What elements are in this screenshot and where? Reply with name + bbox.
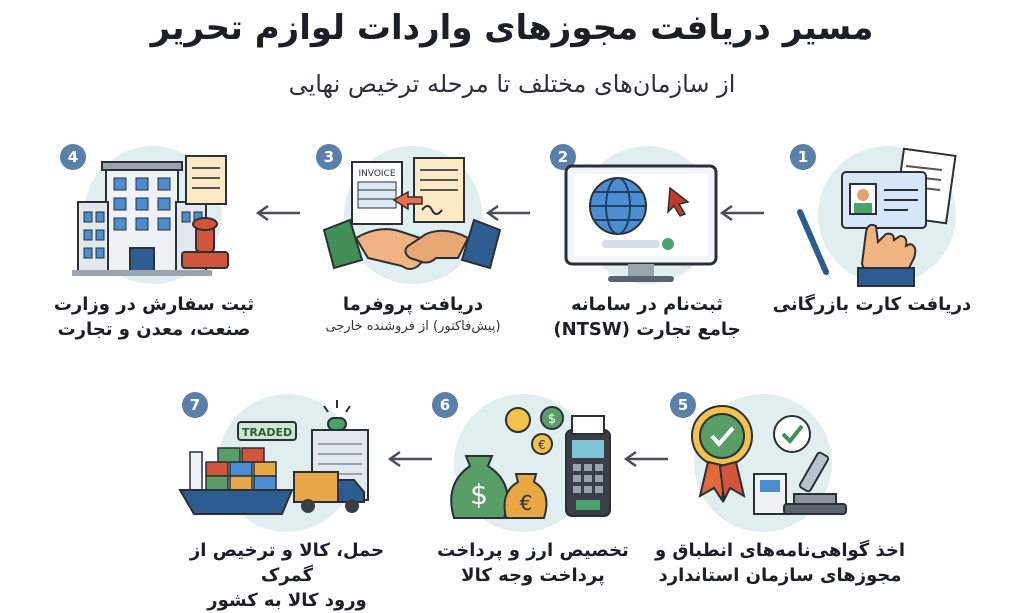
step-7: 7 TRADED حمل، کالا و ترخیص از گمرک ورود … [162,388,412,611]
step-5: 5 اخذ گواهی‌نامه‌های انطباق و مجوزهای سا… [650,388,910,608]
standard-certificate-icon [691,405,847,515]
step-6-label-line1: تخصیص ارز و پرداخت [437,540,629,561]
step-4: 4 ثبت سفارش در وزارت صنعت، معدن و تجارت [54,140,284,360]
step-5-label-line1: اخذ گواهی‌نامه‌های انطباق و [654,540,906,561]
arrow-6-7-icon [387,450,432,468]
step-7-label-line2: ورود کالا به کشور [207,590,367,611]
step-4-label-line2: صنعت، معدن و تجارت [57,319,251,340]
traded-text: TRADED [242,426,292,439]
computer-globe-icon [564,164,718,282]
step-7-label: حمل، کالا و ترخیص از گمرک ورود کالا به ک… [162,538,412,613]
step-6-label-line2: پرداخت وجه کالا [461,565,605,586]
arrow-3-4-icon [255,204,300,222]
invoice-text: INVOICE [358,169,395,179]
step-3-badge: 3 [316,144,342,170]
step-6: 6 $ € $ € تخصیص ارز و پرداخت پرداخت وجه … [418,388,648,608]
svg-text:$: $ [548,412,556,427]
svg-text:$: $ [470,478,488,511]
step-6-badge: 6 [432,392,458,418]
step-5-badge: 5 [670,392,696,418]
step-7-label-line1: حمل، کالا و ترخیص از گمرک [189,540,385,586]
ministry-building-stamp-icon [72,155,229,276]
step-3-label-line1: دریافت پروفرما [342,294,484,315]
step-4-label-line1: ثبت سفارش در وزارت [53,294,255,315]
step-1: 1 دریافت کارت بازرگانی [772,140,1002,360]
step-4-label: ثبت سفارش در وزارت صنعت، معدن و تجارت [44,292,264,342]
step-6-label: تخصیص ارز و پرداخت پرداخت وجه کالا [418,538,648,588]
step-2-label: ثبت‌نام در سامانه جامع تجارت (NTSW) [532,292,762,342]
svg-text:€: € [520,491,533,515]
step-5-label: اخذ گواهی‌نامه‌های انطباق و مجوزهای سازم… [650,538,910,588]
step-2: 2 ثبت‌نام در سامانه جامع تجارت (NTSW) [532,140,762,360]
step-2-label-line2: جامع تجارت (NTSW) [553,319,741,340]
ship-truck-customs-icon: TRADED [178,400,369,515]
step-3-label-small: (پیش‌فاکتور) از فروشنده خارجی [325,319,501,334]
svg-text:€: € [538,438,546,452]
arrow-2-3-icon [485,204,530,222]
page-subtitle: از سازمان‌های مختلف تا مرحله ترخیص نهایی [288,70,736,98]
step-4-badge: 4 [60,144,86,170]
merchant-card-hand-icon [797,147,957,287]
step-5-label-line2: مجوزهای سازمان استاندارد [658,565,902,586]
arrow-5-6-icon [623,450,668,468]
step-3: 3 INVOICE دریافت پروفرما (پیش‌فاکتور) از… [298,140,528,360]
step-1-badge: 1 [790,144,816,170]
invoice-handshake-icon: INVOICE [322,157,502,270]
step-7-badge: 7 [182,392,208,418]
step-1-label: دریافت کارت بازرگانی [772,294,972,315]
step-3-label: دریافت پروفرما (پیش‌فاکتور) از فروشنده خ… [288,292,538,337]
step-2-label-line1: ثبت‌نام در سامانه [570,294,724,315]
page-title: مسیر دریافت مجوزهای واردات لوازم تحریر [150,8,874,48]
arrow-1-2-icon [719,204,764,222]
currency-payment-icon: $ € $ € [450,406,611,519]
